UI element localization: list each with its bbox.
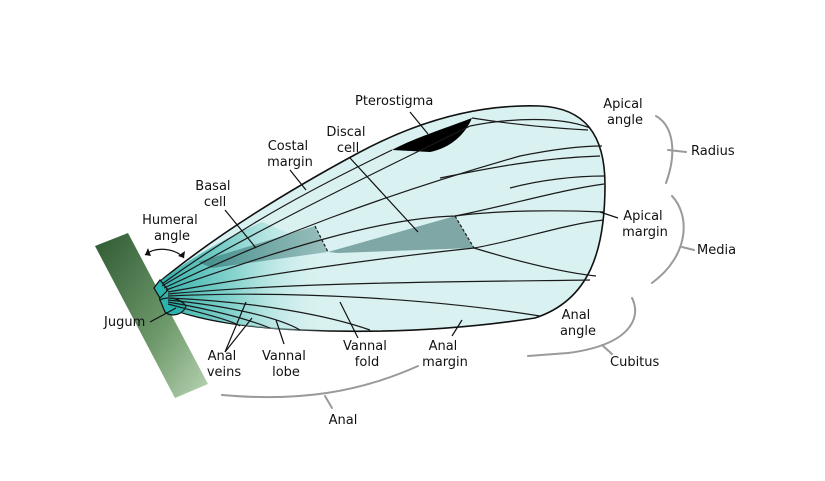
label-anal-veins: Anal veins (207, 349, 242, 380)
thorax-bar (95, 233, 208, 398)
humeral-arrowhead-left (145, 248, 151, 256)
label-anal-angle: Anal angle (560, 308, 596, 339)
label-vannal-fold: Vannal fold (343, 339, 391, 370)
discal-cell-crossvein (454, 215, 475, 249)
label-costal-margin: Costal margin (267, 139, 313, 170)
region-braces (221, 115, 695, 409)
pterostigma-mark (392, 118, 472, 152)
humeral-base (153, 279, 169, 299)
label-jugum: Jugum (103, 315, 145, 330)
label-pterostigma: Pterostigma (355, 94, 433, 109)
label-vannal-lobe: Vannal lobe (262, 349, 310, 380)
labels: Pterostigma Apical angle Radius Costal m… (103, 94, 736, 428)
label-humeral-angle: Humeral angle (142, 213, 202, 244)
discal-cell (328, 216, 474, 253)
humeral-arrowhead-right (178, 251, 185, 258)
label-apical-angle: Apical angle (603, 97, 647, 128)
label-cubitus: Cubitus (610, 355, 660, 370)
label-discal-cell: Discal cell (326, 125, 369, 156)
label-anal-margin: Anal margin (422, 339, 468, 370)
humeral-angle-arrow (144, 248, 185, 259)
label-basal-cell: Basal cell (195, 179, 234, 210)
label-apical-margin: Apical margin (622, 209, 668, 240)
label-radius: Radius (691, 144, 735, 159)
label-anal: Anal (329, 413, 358, 428)
label-media: Media (697, 243, 736, 258)
wing-veins (161, 117, 605, 331)
leader-lines (149, 111, 619, 353)
